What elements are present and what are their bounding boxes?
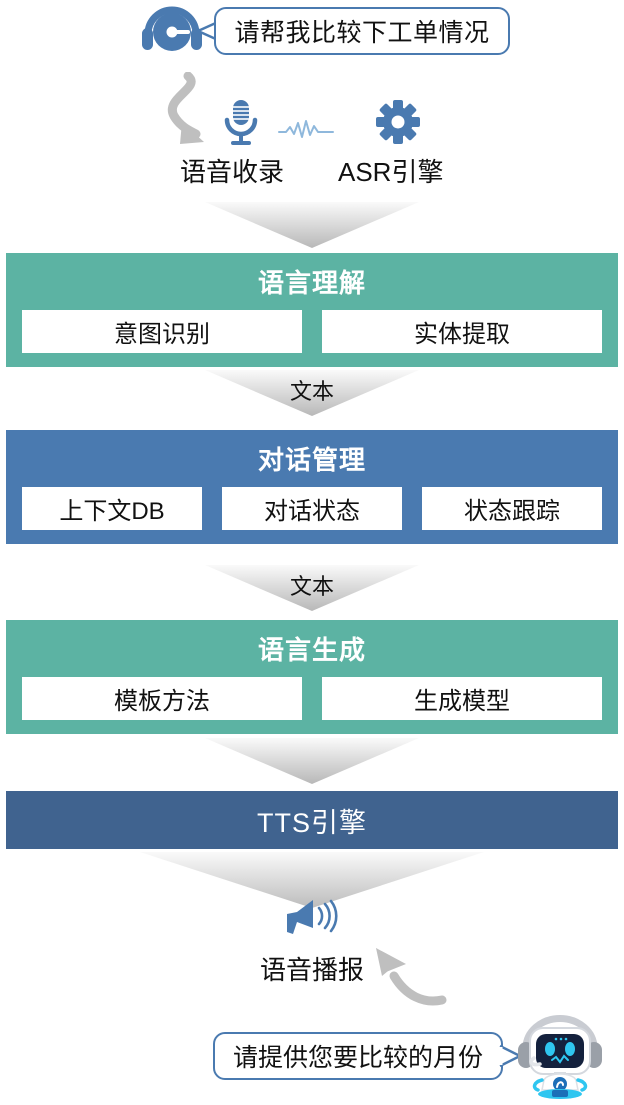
stage-box-row: 上下文DB 对话状态 状态跟踪 — [6, 477, 618, 544]
flow-arrow-1 — [205, 202, 419, 250]
stage-title: 语言理解 — [257, 268, 366, 298]
stage-language-understanding: 语言理解 意图识别 实体提取 — [6, 253, 618, 367]
output-label: 语音播报 — [259, 955, 364, 985]
stage-title: 语言生成 — [257, 635, 366, 665]
assistant-reply-text: 请提供您要比较的月份 — [232, 1044, 483, 1072]
flow-arrow-3-label: 文本 — [289, 574, 334, 599]
stage-tts-engine: TTS引擎 — [6, 791, 618, 849]
stage-box[interactable]: 对话状态 — [222, 487, 402, 530]
stage-language-generation: 语言生成 模板方法 生成模型 — [6, 620, 618, 734]
user-query-text: 请帮我比较下工单情况 — [234, 19, 490, 47]
stage-box[interactable]: 生成模型 — [322, 677, 602, 720]
flow-arrow-5 — [140, 852, 484, 910]
robot-icon — [508, 1014, 612, 1100]
assistant-speech-bubble: 请提供您要比较的月份 — [213, 1032, 503, 1080]
flow-arrow-2-label: 文本 — [289, 379, 334, 404]
microphone-icon — [222, 98, 260, 146]
stage-title: 对话管理 — [257, 445, 366, 475]
stage-box[interactable]: 模板方法 — [22, 677, 302, 720]
stage-box-row: 意图识别 实体提取 — [6, 300, 618, 367]
stage-box[interactable]: 意图识别 — [22, 310, 302, 353]
curved-arrow-down-icon — [158, 71, 224, 148]
flow-arrow-3: 文本 — [205, 565, 419, 613]
user-speech-bubble: 请帮我比较下工单情况 — [214, 7, 510, 55]
stage-box-row: 模板方法 生成模型 — [6, 667, 618, 734]
capture-label-row: 语音收录 ASR引擎 — [160, 152, 480, 190]
tts-title: TTS引擎 — [257, 807, 367, 838]
loudspeaker-icon — [283, 898, 341, 940]
flow-arrow-4 — [205, 738, 419, 786]
capture-label-asr: ASR引擎 — [338, 157, 444, 187]
capture-label-voice: 语音收录 — [180, 157, 285, 187]
curved-arrow-up-left-icon — [372, 942, 448, 1010]
stage-box[interactable]: 上下文DB — [22, 487, 202, 530]
headset-icon — [138, 4, 206, 58]
stage-dialog-management: 对话管理 上下文DB 对话状态 状态跟踪 — [6, 430, 618, 544]
waveform-icon — [278, 118, 334, 142]
stage-box[interactable]: 状态跟踪 — [422, 487, 602, 530]
stage-box[interactable]: 实体提取 — [322, 310, 602, 353]
flow-arrow-2: 文本 — [205, 370, 419, 418]
gear-icon — [376, 100, 420, 144]
